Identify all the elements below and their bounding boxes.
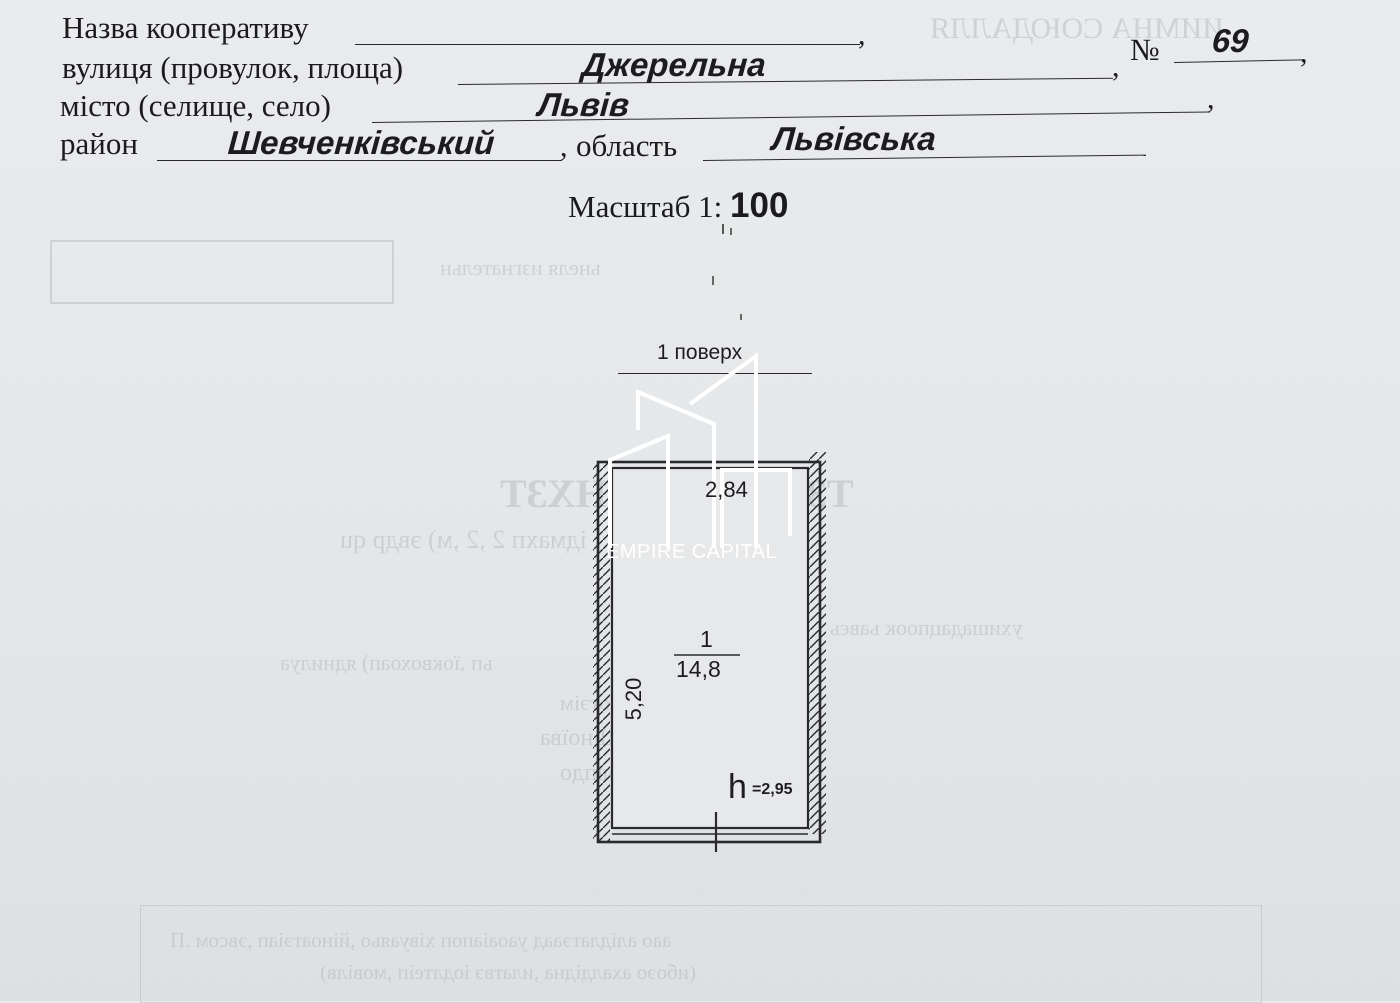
wall-left-hatch [593, 462, 610, 842]
scale-value: 100 [730, 186, 789, 225]
height-value: =2,95 [752, 781, 793, 798]
floor-label-underline [618, 373, 812, 374]
comma-2: , [1112, 50, 1120, 83]
cooperative-field-line [355, 44, 860, 45]
height-symbol: h [728, 768, 747, 806]
cooperative-label: Назва кооперативу [62, 10, 309, 45]
scale-line: Масштаб 1: 100 [568, 186, 788, 226]
width-dimension: 2,84 [705, 477, 748, 502]
comma-1: , [858, 18, 866, 51]
floor-label: 1 поверх [657, 341, 743, 364]
street-label: вулиця (провулок, площа) [62, 50, 404, 85]
number-label: № [1130, 32, 1160, 67]
room-number: 1 [700, 626, 713, 652]
room-area: 14,8 [676, 656, 721, 682]
wall-right-hatch [809, 452, 826, 834]
wall-top-fill [610, 462, 809, 468]
city-label: місто (селище, село) [60, 88, 331, 123]
empire-capital-logo [608, 352, 792, 548]
comma-5: , [560, 130, 568, 163]
watermark-text: EMPIRE CAPITAL [606, 541, 778, 563]
comma-3: , [1300, 36, 1308, 69]
scale-label: Масштаб 1: [568, 189, 723, 224]
region-label: область [576, 128, 678, 163]
length-dimension: 5,20 [621, 677, 646, 721]
district-field-line [157, 160, 562, 161]
district-label: район [60, 126, 138, 161]
wall-inner [610, 466, 810, 830]
wall-outer [596, 460, 822, 844]
comma-4: , [1207, 82, 1215, 115]
